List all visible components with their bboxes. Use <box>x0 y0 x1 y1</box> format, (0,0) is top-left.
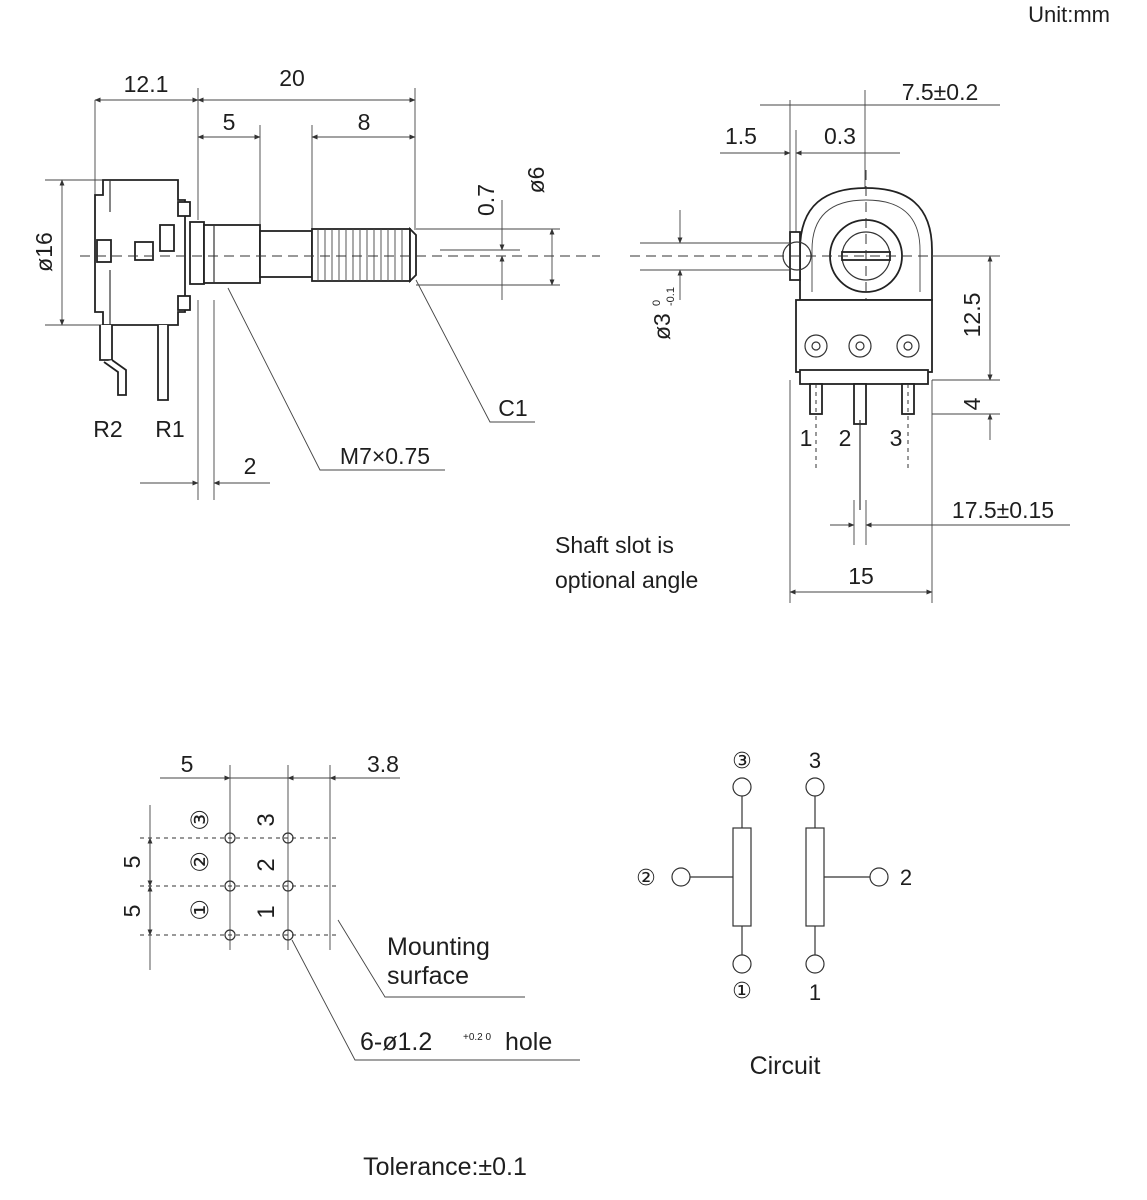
circuit-a-mid: ② <box>636 865 656 890</box>
chamfer-label: C1 <box>498 395 527 421</box>
pcb-dim-row2: 5 <box>119 905 145 918</box>
mounting-label-line1: Mounting <box>387 933 490 961</box>
pcb-layout: 5 3.8 5 5 ③ ② ① 3 2 1 Mounting surface 6… <box>119 751 580 1181</box>
pin-label-r1: R1 <box>155 416 184 442</box>
front-pin-3: 3 <box>890 425 903 451</box>
dim-slot-right: 0.3 <box>824 123 856 149</box>
circuit-diagram: ③ ② ① 3 2 1 Circuit <box>636 748 912 1080</box>
tolerance-note: Tolerance:±0.1 <box>363 1153 527 1181</box>
circuit-b-mid: 2 <box>900 865 912 890</box>
dim-slot-depth: 0.7 <box>473 184 499 216</box>
dim-slot-left: 1.5 <box>725 123 757 149</box>
dim-pin-len: 4 <box>959 397 985 410</box>
mounting-label-line2: surface <box>387 962 469 990</box>
dim-knurl-length: 8 <box>358 109 371 135</box>
pin-label-r2: R2 <box>93 416 122 442</box>
pcb-circled-2: ② <box>187 851 214 873</box>
dim-body-length: 12.1 <box>124 71 169 97</box>
dim-flange: 2 <box>244 453 257 479</box>
dim-shaft-length: 20 <box>279 65 305 91</box>
hole-spec: 6-ø1.2 <box>360 1028 432 1056</box>
pcb-circled-1: ① <box>187 899 214 921</box>
dim-height: 12.5 <box>959 293 985 338</box>
front-view: 7.5±0.2 1.5 0.3 ø3 0 -0.1 <box>555 79 1070 603</box>
pcb-dim-offset: 3.8 <box>367 751 399 777</box>
pcb-dim-spacing: 5 <box>181 751 194 777</box>
circuit-title: Circuit <box>750 1052 821 1080</box>
shaft-note-line1: Shaft slot is <box>555 532 674 558</box>
hole-word: hole <box>505 1028 552 1056</box>
dim-body-dia: ø16 <box>31 232 57 272</box>
hole-tolerance: +0.2 0 <box>463 1032 492 1043</box>
thread-spec: M7×0.75 <box>340 443 430 469</box>
circuit-b-top: 3 <box>809 748 821 773</box>
front-pin-2: 2 <box>839 425 852 451</box>
dim-width: 15 <box>848 563 874 589</box>
dim-pin-dia: ø3 <box>649 313 675 340</box>
unit-label: Unit:mm <box>1028 2 1110 27</box>
dim-offset: 17.5±0.15 <box>952 497 1054 523</box>
pcb-row-2: 2 <box>253 858 280 871</box>
circuit-b-bottom: 1 <box>809 980 821 1005</box>
circuit-a-top: ③ <box>732 748 752 773</box>
shaft-note-line2: optional angle <box>555 567 698 593</box>
pcb-row-1: 1 <box>253 905 280 918</box>
pcb-circled-3: ③ <box>187 809 214 831</box>
dim-pin-tol-lower: -0.1 <box>665 287 677 306</box>
front-pin-1: 1 <box>800 425 813 451</box>
dim-pin-tol-upper: 0 <box>651 300 663 306</box>
dim-thread-length: 5 <box>223 109 236 135</box>
circuit-a-bottom: ① <box>732 978 752 1003</box>
pcb-dim-row1: 5 <box>119 856 145 869</box>
pcb-row-3: 3 <box>253 813 280 826</box>
dim-width-top: 7.5±0.2 <box>902 79 979 105</box>
dim-shaft-dia: ø6 <box>523 167 549 194</box>
side-view: 12.1 20 5 8 ø16 <box>31 65 600 500</box>
